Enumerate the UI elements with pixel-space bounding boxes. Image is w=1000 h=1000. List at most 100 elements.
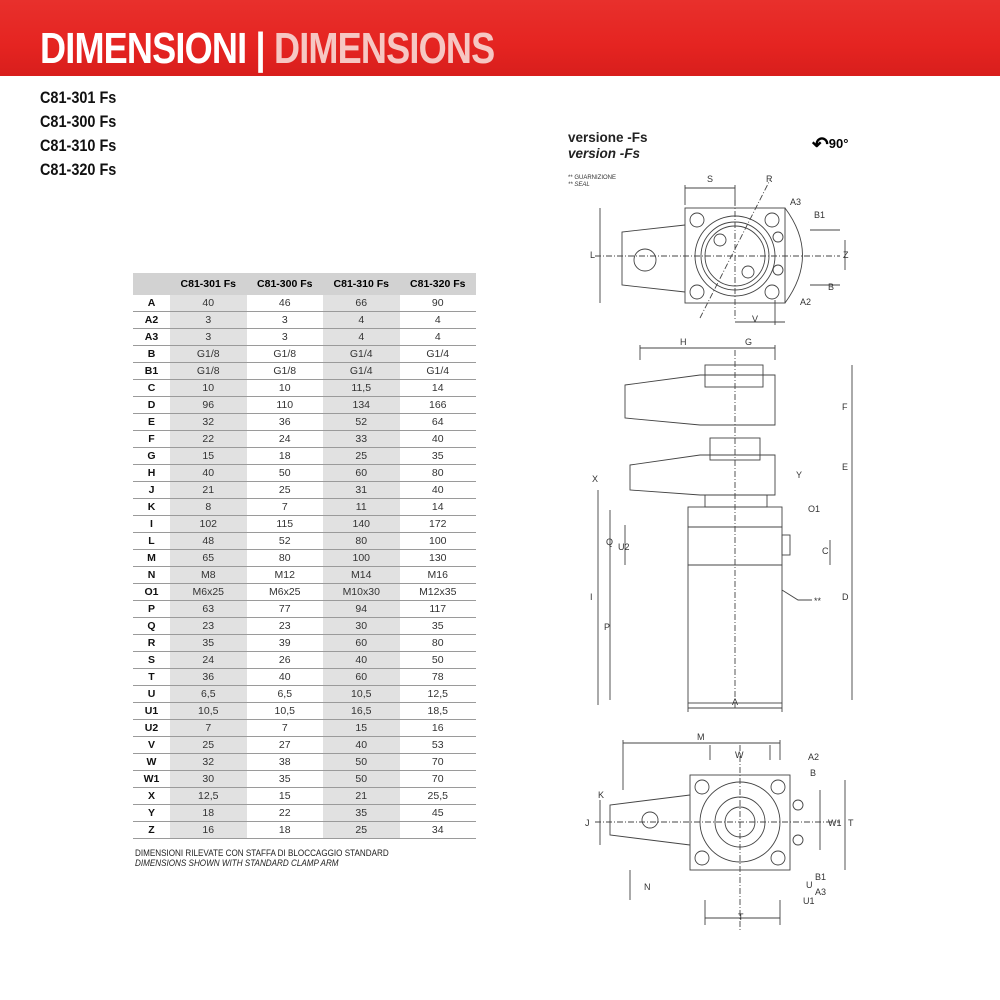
dimension-value: 22 — [170, 430, 247, 448]
dimension-value: 23 — [170, 617, 247, 635]
dimension-value: 7 — [170, 719, 247, 737]
dimension-value: M14 — [323, 566, 400, 584]
dimension-label: Z — [843, 250, 849, 260]
dimension-value: 46 — [246, 295, 323, 312]
dimension-value: 14 — [399, 498, 476, 516]
dimension-value: M6x25 — [170, 583, 247, 601]
dimension-code: K — [133, 498, 170, 516]
model-list: C81-301 Fs C81-300 Fs C81-310 Fs C81-320… — [40, 86, 130, 182]
dimension-value: 60 — [323, 668, 400, 686]
dimension-value: 8 — [170, 498, 247, 516]
dimension-value: 3 — [246, 311, 323, 329]
dimension-label: A — [732, 697, 738, 707]
dimension-label: I — [590, 592, 593, 602]
dimension-value: 80 — [399, 464, 476, 482]
model-name: C81-301 Fs — [40, 88, 117, 107]
dimension-value: 21 — [323, 787, 400, 805]
dimension-value: 48 — [170, 532, 247, 550]
title-separator: | — [255, 24, 266, 73]
dimension-value: 38 — [246, 753, 323, 771]
dimension-code: G — [133, 447, 170, 465]
dimension-label: E — [842, 462, 848, 472]
dimension-value: 12,5 — [399, 685, 476, 703]
version-italian: versione -Fs — [568, 130, 648, 145]
dimension-value: 45 — [399, 804, 476, 822]
note-italian: DIMENSIONI RILEVATE CON STAFFA DI BLOCCA… — [135, 848, 389, 858]
dimension-value: G1/8 — [246, 362, 323, 380]
dimension-label: V — [752, 314, 758, 324]
dimension-code: W — [133, 753, 170, 771]
dimension-code: Q — [133, 617, 170, 635]
note-english: DIMENSIONS SHOWN WITH STANDARD CLAMP ARM — [135, 858, 339, 868]
dimension-value: 31 — [323, 481, 400, 499]
dimension-value: 12,5 — [170, 787, 247, 805]
dimension-label: O1 — [808, 504, 820, 514]
dimension-value: 35 — [323, 804, 400, 822]
dimension-value: 36 — [246, 413, 323, 431]
column-header — [133, 273, 170, 295]
bottom-view — [595, 740, 846, 930]
dimension-value: M10x30 — [323, 583, 400, 601]
dimension-value: 100 — [399, 532, 476, 550]
dimension-code: X — [133, 787, 170, 805]
dimension-label: Q — [606, 537, 613, 547]
dimension-value: 15 — [246, 787, 323, 805]
dimension-value: 140 — [323, 515, 400, 533]
dimension-code: P — [133, 600, 170, 618]
dimension-value: G1/4 — [323, 362, 400, 380]
dimension-value: 23 — [246, 617, 323, 635]
dimension-label: U1 — [803, 896, 815, 906]
dimension-value: 24 — [246, 430, 323, 448]
dimension-value: 24 — [170, 651, 247, 669]
dimension-value: 52 — [323, 413, 400, 431]
dimension-label: P — [604, 622, 610, 632]
side-view — [597, 345, 853, 712]
dimension-value: 34 — [399, 821, 476, 839]
dimension-value: 11 — [323, 498, 400, 516]
dimension-label: U2 — [618, 542, 630, 552]
dimension-code: A3 — [133, 328, 170, 346]
dimension-code: W1 — [133, 770, 170, 788]
dimension-value: 63 — [170, 600, 247, 618]
dimension-label: A2 — [800, 297, 811, 307]
dimension-value: 25,5 — [399, 787, 476, 805]
dimension-label: K — [598, 790, 604, 800]
dimension-value: 25 — [323, 447, 400, 465]
dimension-label: A2 — [808, 752, 819, 762]
dimension-value: G1/8 — [170, 345, 247, 363]
dimension-code: I — [133, 515, 170, 533]
dimension-label: T — [848, 818, 854, 828]
dimension-value: 50 — [246, 464, 323, 482]
dimension-value: 25 — [170, 736, 247, 754]
dimension-label: H — [680, 337, 687, 347]
dimension-value: 35 — [399, 447, 476, 465]
dimension-code: B1 — [133, 362, 170, 380]
dimension-value: 50 — [323, 770, 400, 788]
dimension-value: 16 — [399, 719, 476, 737]
dimension-code: T — [133, 668, 170, 686]
rotation-indicator: ↶90° — [812, 132, 848, 157]
dimension-value: 21 — [170, 481, 247, 499]
dimension-value: 94 — [323, 600, 400, 618]
dimension-code: D — [133, 396, 170, 414]
dimension-value: 39 — [246, 634, 323, 652]
dimension-label: N — [644, 882, 651, 892]
dimension-code: Z — [133, 821, 170, 839]
dimension-value: 96 — [170, 396, 247, 414]
dimension-code: A2 — [133, 311, 170, 329]
dimension-label: A3 — [815, 887, 826, 897]
dimension-value: 16 — [170, 821, 247, 839]
dimension-value: 90 — [399, 295, 476, 312]
dimension-value: M6x25 — [246, 583, 323, 601]
dimension-label: R — [766, 174, 773, 184]
dimension-code: O1 — [133, 583, 170, 601]
